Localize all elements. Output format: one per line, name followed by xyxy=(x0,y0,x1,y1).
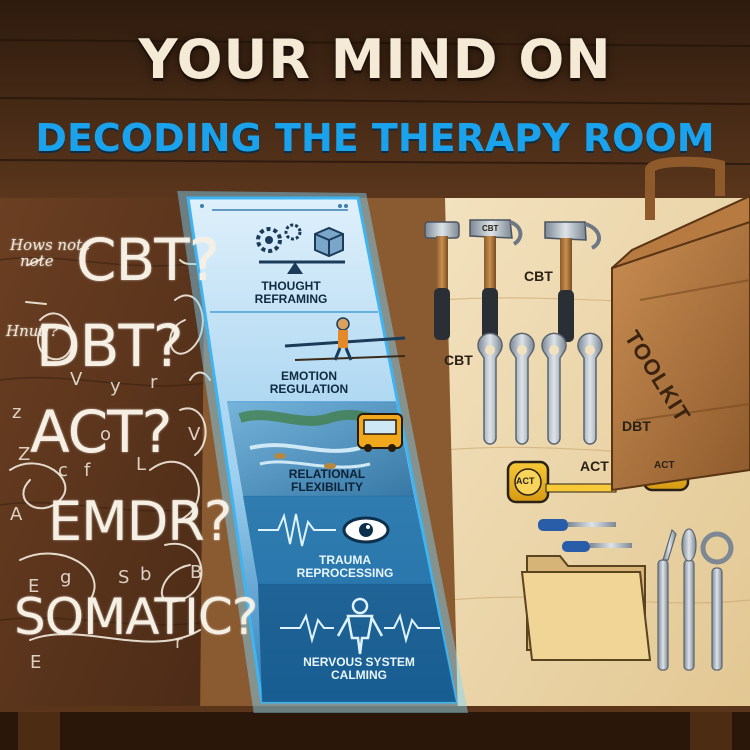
svg-text:E: E xyxy=(30,652,41,673)
chalk-note-3: Hnut!? xyxy=(6,322,59,340)
wall-planks xyxy=(0,39,750,165)
svg-text:z: z xyxy=(12,402,21,423)
precision-tools-icon xyxy=(657,528,734,671)
svg-text:r: r xyxy=(150,372,158,393)
panel-item-5-line-2: CALMING xyxy=(331,668,387,682)
title-line-1: YOUR MIND ON xyxy=(138,28,612,91)
panel-item-1-line-2: REFRAMING xyxy=(254,292,328,306)
panel-item-3-label: RELATIONAL FLEXIBILITY xyxy=(232,468,422,494)
hammer-icon xyxy=(424,221,460,340)
tool-label-act: ACT xyxy=(580,458,609,474)
chalk-question-somatic: SOMATIC? xyxy=(14,588,258,646)
panel-item-2-line-1: EMOTION xyxy=(281,369,337,383)
chalk-note-1: Hows note xyxy=(10,236,92,254)
chalk-question-dbt: DBT? xyxy=(36,312,184,380)
panel-item-4-line-1: TRAUMA xyxy=(319,553,371,567)
svg-text:r: r xyxy=(175,632,183,653)
svg-text:V: V xyxy=(70,369,83,390)
river-bus-icon xyxy=(238,409,403,469)
title-line-2: DECODING THE THERAPY ROOM xyxy=(35,116,715,160)
svg-text:L: L xyxy=(136,454,146,475)
gears-balance-icon xyxy=(256,223,345,274)
tool-label-act-tape-2: ACT xyxy=(654,460,675,471)
chalk-question-emdr: EMDR? xyxy=(48,490,232,553)
tightrope-walker-icon xyxy=(284,317,406,361)
svg-text:S: S xyxy=(118,567,129,588)
panel-item-5-line-1: NERVOUS SYSTEM xyxy=(303,655,415,669)
tool-label-cbt-wrenches: CBT xyxy=(444,352,473,368)
panel-item-3-line-1: RELATIONAL xyxy=(288,467,366,481)
toolbox-icon xyxy=(611,156,750,492)
table-edge xyxy=(0,708,750,750)
calm-body-icon xyxy=(280,597,440,655)
hammer-icon xyxy=(544,221,602,342)
eye-wave-icon xyxy=(258,512,390,547)
wrench-icon xyxy=(477,332,603,445)
svg-text:E: E xyxy=(28,576,39,597)
svg-text:Z: Z xyxy=(18,444,30,465)
svg-text:A: A xyxy=(10,504,23,525)
board-grain xyxy=(0,256,211,626)
panel-item-2-line-2: REGULATION xyxy=(269,382,349,396)
panel-item-4-label: TRAUMA REPROCESSING xyxy=(250,554,440,580)
tool-label-cbt-hammers: CBT xyxy=(524,268,553,284)
tool-label-act-tape-1: ACT xyxy=(516,476,535,486)
panel-item-4-line-2: REPROCESSING xyxy=(296,566,394,580)
chalk-question-act: ACT? xyxy=(30,398,172,466)
folder-icon xyxy=(520,555,652,661)
screwdriver-icon xyxy=(538,519,632,552)
chalk-question-cbt: CBT? xyxy=(76,226,220,294)
panel-item-1-line-1: THOUGHT xyxy=(261,279,321,293)
svg-text:f: f xyxy=(84,460,91,481)
svg-text:o: o xyxy=(100,424,111,445)
tool-label-dbt: DBT xyxy=(622,418,651,434)
panel-item-1-label: THOUGHT REFRAMING xyxy=(196,280,386,306)
chalk-scribbles xyxy=(9,258,211,643)
chalk-note-2: note xyxy=(20,252,54,270)
hammer-icon xyxy=(469,219,523,340)
panel-item-3-line-2: FLEXIBILITY xyxy=(291,480,363,494)
svg-text:b: b xyxy=(140,564,151,585)
panel-item-2-label: EMOTION REGULATION xyxy=(214,370,404,396)
panel-item-5-label: NERVOUS SYSTEM CALMING xyxy=(264,656,454,682)
svg-text:B: B xyxy=(190,562,202,583)
svg-text:c: c xyxy=(58,460,68,481)
svg-text:V: V xyxy=(188,424,201,445)
svg-text:g: g xyxy=(60,567,71,588)
tool-label-cbt-on-hammer: CBT xyxy=(482,224,499,233)
svg-text:y: y xyxy=(110,376,121,397)
